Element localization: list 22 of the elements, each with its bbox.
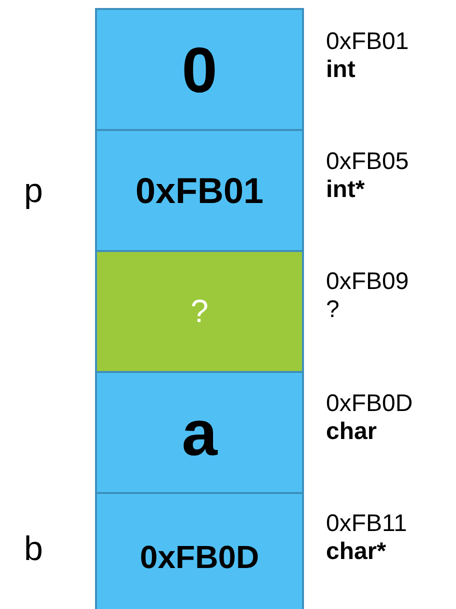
variable-name: p [24,172,43,211]
cell-value: 0 [182,32,218,106]
memory-address: 0xFB01 [326,28,409,56]
cell-value: 0xFB0D [140,538,260,576]
memory-cell [95,8,304,131]
data-type: char [326,418,378,446]
memory-cell [95,492,304,609]
data-type: int* [326,176,366,204]
variable-name: b [24,530,43,569]
cell-value: 0xFB01 [135,170,264,212]
memory-address: 0xFB11 [326,510,407,538]
cell-value: ? [190,293,208,330]
memory-address: 0xFB05 [326,148,409,176]
data-type: ? [326,296,340,324]
memory-address: 0xFB09 [326,268,409,296]
cell-value: a [182,396,218,470]
memory-cell [95,371,304,494]
memory-cell [95,250,304,373]
data-type: char* [326,538,388,566]
memory-address: 0xFB0D [326,390,413,418]
data-type: int [326,56,356,84]
memory-cell [95,129,304,252]
